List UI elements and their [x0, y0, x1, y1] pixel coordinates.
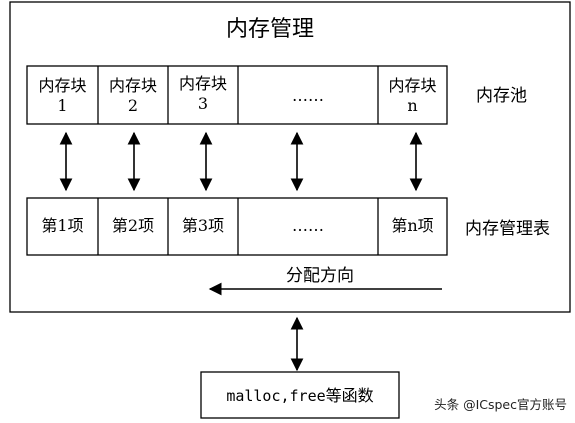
pool-block-3-name: 内存块 [178, 74, 227, 93]
direction-label: 分配方向 [286, 266, 354, 286]
pool-block-n: 内存块 n [378, 76, 447, 116]
pool-block-3: 内存块 3 [168, 74, 238, 114]
table-item-3: 第3项 [181, 216, 225, 235]
pool-block-ellipsis: …… [292, 86, 324, 105]
pool-label: 内存池 [476, 86, 527, 106]
pool-block-n-index: n [407, 96, 418, 115]
table-item-2: 第2项 [111, 216, 155, 235]
table-label: 内存管理表 [465, 219, 550, 239]
pool-row [26, 65, 448, 125]
api-box [200, 371, 400, 419]
pool-block-1: 内存块 1 [27, 76, 98, 116]
pool-block-n-name: 内存块 [388, 76, 437, 95]
pool-block-3-index: 3 [197, 94, 209, 113]
pool-block-2-name: 内存块 [108, 76, 157, 95]
table-item-1: 第1项 [41, 216, 84, 235]
pool-block-1-index: 1 [57, 96, 68, 115]
api-suffix: 等函数 [325, 386, 374, 405]
table-item-ellipsis: …… [292, 216, 324, 235]
pool-block-2-index: 2 [127, 96, 139, 115]
pool-block-1-name: 内存块 [38, 76, 87, 95]
table-row [26, 197, 448, 256]
pool-block-2: 内存块 2 [98, 76, 168, 116]
api-functions: malloc,free [226, 387, 326, 405]
table-item-n: 第n项 [391, 216, 434, 235]
outer-frame [9, 1, 571, 313]
api-label: malloc,free等函数 [201, 386, 399, 406]
watermark-text: 头条 @ICspec官方账号 [434, 397, 567, 412]
diagram-title: 内存管理 [225, 17, 314, 42]
